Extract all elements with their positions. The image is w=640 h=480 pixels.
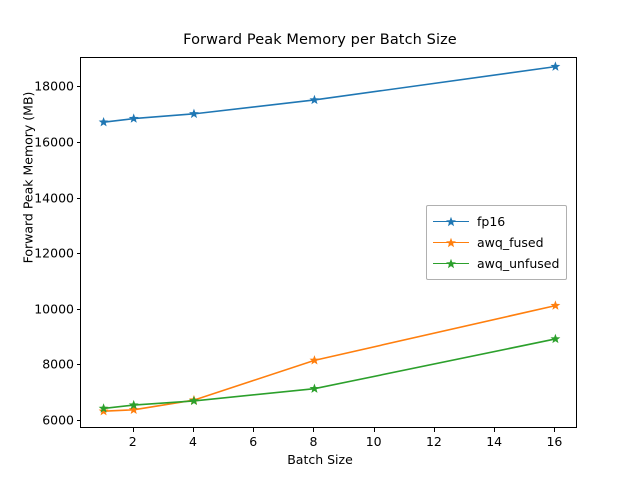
- x-tick-mark: [192, 428, 194, 432]
- x-tick-label: 16: [546, 434, 563, 449]
- legend-item-awq_unfused[interactable]: awq_unfused: [433, 253, 559, 274]
- x-tick-label: 6: [249, 434, 258, 449]
- data-point-marker: [98, 403, 109, 413]
- x-axis-label: Batch Size: [287, 452, 353, 467]
- data-point-marker: [128, 399, 139, 410]
- y-tick-label: 16000: [34, 134, 74, 150]
- legend-label: fp16: [477, 214, 506, 229]
- data-point-marker: [309, 355, 320, 365]
- data-point-marker: [550, 300, 561, 310]
- series-awq_fused: [98, 300, 561, 416]
- y-tick-mark: [76, 142, 80, 144]
- chart-title: Forward Peak Memory per Batch Size: [183, 32, 457, 48]
- y-tick-mark: [76, 197, 80, 199]
- y-tick-label: 12000: [34, 245, 74, 261]
- y-tick-label: 10000: [34, 301, 74, 317]
- x-tick-label: 10: [365, 434, 382, 449]
- x-tick-label: 2: [128, 434, 137, 449]
- x-tick-mark: [132, 428, 134, 432]
- legend-label: awq_unfused: [477, 256, 560, 271]
- legend-item-fp16[interactable]: fp16: [433, 211, 559, 232]
- data-point-marker: [309, 94, 320, 105]
- data-point-marker: [98, 406, 109, 416]
- series-line-awq_fused: [103, 304, 556, 413]
- series-fp16: [98, 61, 561, 127]
- chart-legend: fp16 awq_fused awq_unfused: [426, 205, 568, 280]
- x-tick-label: 4: [188, 434, 197, 449]
- y-tick-label: 14000: [34, 190, 74, 206]
- series-line-awq_unfused: [103, 338, 556, 410]
- x-tick-mark: [554, 428, 556, 432]
- legend-label: awq_fused: [477, 235, 544, 250]
- data-point-marker: [189, 108, 199, 119]
- data-point-marker: [98, 117, 109, 127]
- y-tick-mark: [76, 86, 80, 88]
- x-tick-mark: [433, 428, 435, 432]
- x-tick-mark: [373, 428, 375, 432]
- legend-swatch-fp16: [433, 215, 469, 229]
- data-point-marker: [309, 383, 320, 393]
- x-tick-label: 8: [309, 434, 318, 449]
- x-tick-mark: [253, 428, 255, 432]
- data-point-marker: [128, 113, 139, 123]
- legend-swatch-awq_fused: [433, 236, 469, 250]
- series-layer: [98, 61, 561, 416]
- y-tick-label: 8000: [42, 356, 74, 372]
- series-line-fp16: [103, 65, 556, 123]
- x-tick-mark: [313, 428, 315, 432]
- x-tick-label: 14: [486, 434, 503, 449]
- x-tick-label: 12: [425, 434, 442, 449]
- series-awq_unfused: [98, 333, 561, 413]
- x-tick-mark: [494, 428, 496, 432]
- y-axis-label: Forward Peak Memory (MB): [20, 91, 36, 264]
- data-point-marker: [189, 395, 199, 406]
- plot-area: [81, 58, 576, 427]
- legend-swatch-awq_unfused: [433, 257, 469, 271]
- y-tick-label: 6000: [42, 412, 74, 428]
- y-tick-mark: [76, 308, 80, 310]
- data-point-marker: [128, 404, 139, 415]
- legend-star-icon: [446, 216, 456, 226]
- legend-item-awq_fused[interactable]: awq_fused: [433, 232, 559, 253]
- data-point-marker: [550, 61, 561, 71]
- y-tick-mark: [76, 253, 80, 255]
- y-tick-mark: [76, 364, 80, 366]
- data-point-marker: [550, 333, 561, 344]
- y-tick-label: 18000: [34, 78, 74, 94]
- y-tick-mark: [76, 419, 80, 421]
- legend-star-icon: [446, 258, 456, 268]
- legend-star-icon: [446, 237, 456, 247]
